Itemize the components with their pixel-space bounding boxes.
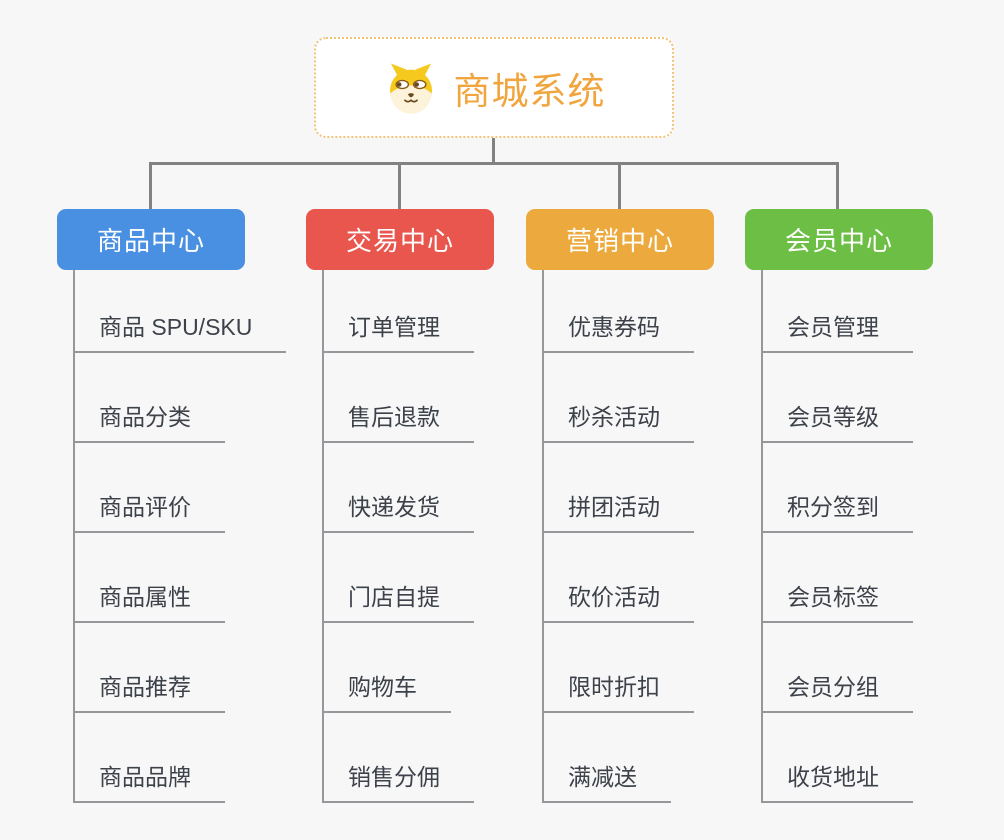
branch-node-members[interactable]: 会员中心 bbox=[745, 209, 933, 270]
leaf-label[interactable]: 售后退款 bbox=[322, 398, 474, 443]
branch-col-products: 商品中心 商品 SPU/SKU 商品分类 商品评价 商品属性 商品推荐 商品品牌 bbox=[57, 209, 307, 803]
leaf-label[interactable]: 满减送 bbox=[542, 758, 671, 803]
leaf-label[interactable]: 商品属性 bbox=[73, 578, 225, 623]
leaf-label[interactable]: 秒杀活动 bbox=[542, 398, 694, 443]
branch-children-products: 商品 SPU/SKU 商品分类 商品评价 商品属性 商品推荐 商品品牌 bbox=[73, 270, 307, 803]
leaf-label[interactable]: 优惠券码 bbox=[542, 308, 694, 353]
leaf-label[interactable]: 快递发货 bbox=[322, 488, 474, 533]
leaf-item: 会员标签 bbox=[761, 533, 995, 623]
leaf-item: 商品评价 bbox=[73, 443, 307, 533]
leaf-item: 购物车 bbox=[322, 623, 556, 713]
leaf-label[interactable]: 商品分类 bbox=[73, 398, 225, 443]
leaf-item: 商品属性 bbox=[73, 533, 307, 623]
leaf-item: 商品品牌 bbox=[73, 713, 307, 803]
leaf-item: 积分签到 bbox=[761, 443, 995, 533]
connector-drop-products bbox=[149, 162, 152, 210]
branch-col-marketing: 营销中心 优惠券码 秒杀活动 拼团活动 砍价活动 限时折扣 满减送 bbox=[526, 209, 776, 803]
leaf-item: 销售分佣 bbox=[322, 713, 556, 803]
leaf-label[interactable]: 会员标签 bbox=[761, 578, 913, 623]
leaf-label[interactable]: 会员管理 bbox=[761, 308, 913, 353]
leaf-item: 售后退款 bbox=[322, 353, 556, 443]
root-title: 商城系统 bbox=[453, 70, 606, 112]
leaf-label[interactable]: 会员等级 bbox=[761, 398, 913, 443]
connector-root-stem bbox=[492, 138, 495, 162]
connector-drop-marketing bbox=[618, 162, 621, 210]
root-node[interactable]: 商城系统 bbox=[314, 37, 674, 138]
leaf-label[interactable]: 砍价活动 bbox=[542, 578, 694, 623]
leaf-label[interactable]: 商品评价 bbox=[73, 488, 225, 533]
connector-drop-trade bbox=[398, 162, 401, 210]
shiba-dog-icon bbox=[383, 60, 439, 116]
branch-children-members: 会员管理 会员等级 积分签到 会员标签 会员分组 收货地址 bbox=[761, 270, 995, 803]
connector-drop-members bbox=[836, 162, 839, 210]
leaf-item: 订单管理 bbox=[322, 270, 556, 353]
branch-children-marketing: 优惠券码 秒杀活动 拼团活动 砍价活动 限时折扣 满减送 bbox=[542, 270, 776, 803]
leaf-item: 会员分组 bbox=[761, 623, 995, 713]
leaf-label[interactable]: 收货地址 bbox=[761, 758, 913, 803]
leaf-label[interactable]: 会员分组 bbox=[761, 668, 913, 713]
leaf-label[interactable]: 商品 SPU/SKU bbox=[73, 308, 287, 353]
leaf-item: 优惠券码 bbox=[542, 270, 776, 353]
branch-col-members: 会员中心 会员管理 会员等级 积分签到 会员标签 会员分组 收货地址 bbox=[745, 209, 995, 803]
leaf-item: 快递发货 bbox=[322, 443, 556, 533]
leaf-item: 满减送 bbox=[542, 713, 776, 803]
branch-col-trade: 交易中心 订单管理 售后退款 快递发货 门店自提 购物车 销售分佣 bbox=[306, 209, 556, 803]
leaf-label[interactable]: 订单管理 bbox=[322, 308, 474, 353]
leaf-label[interactable]: 购物车 bbox=[322, 668, 451, 713]
leaf-item: 限时折扣 bbox=[542, 623, 776, 713]
leaf-label[interactable]: 拼团活动 bbox=[542, 488, 694, 533]
connector-bus bbox=[149, 162, 839, 165]
leaf-item: 砍价活动 bbox=[542, 533, 776, 623]
branch-node-marketing[interactable]: 营销中心 bbox=[526, 209, 714, 270]
leaf-label[interactable]: 积分签到 bbox=[761, 488, 913, 533]
leaf-label[interactable]: 门店自提 bbox=[322, 578, 474, 623]
leaf-item: 秒杀活动 bbox=[542, 353, 776, 443]
leaf-item: 收货地址 bbox=[761, 713, 995, 803]
leaf-item: 会员管理 bbox=[761, 270, 995, 353]
leaf-item: 拼团活动 bbox=[542, 443, 776, 533]
leaf-item: 门店自提 bbox=[322, 533, 556, 623]
branch-children-trade: 订单管理 售后退款 快递发货 门店自提 购物车 销售分佣 bbox=[322, 270, 556, 803]
leaf-label[interactable]: 商品品牌 bbox=[73, 758, 225, 803]
leaf-item: 商品推荐 bbox=[73, 623, 307, 713]
leaf-label[interactable]: 商品推荐 bbox=[73, 668, 225, 713]
branch-node-products[interactable]: 商品中心 bbox=[57, 209, 245, 270]
leaf-item: 会员等级 bbox=[761, 353, 995, 443]
leaf-item: 商品 SPU/SKU bbox=[73, 270, 307, 353]
branch-node-trade[interactable]: 交易中心 bbox=[306, 209, 494, 270]
leaf-item: 商品分类 bbox=[73, 353, 307, 443]
leaf-label[interactable]: 销售分佣 bbox=[322, 758, 474, 803]
leaf-label[interactable]: 限时折扣 bbox=[542, 668, 694, 713]
